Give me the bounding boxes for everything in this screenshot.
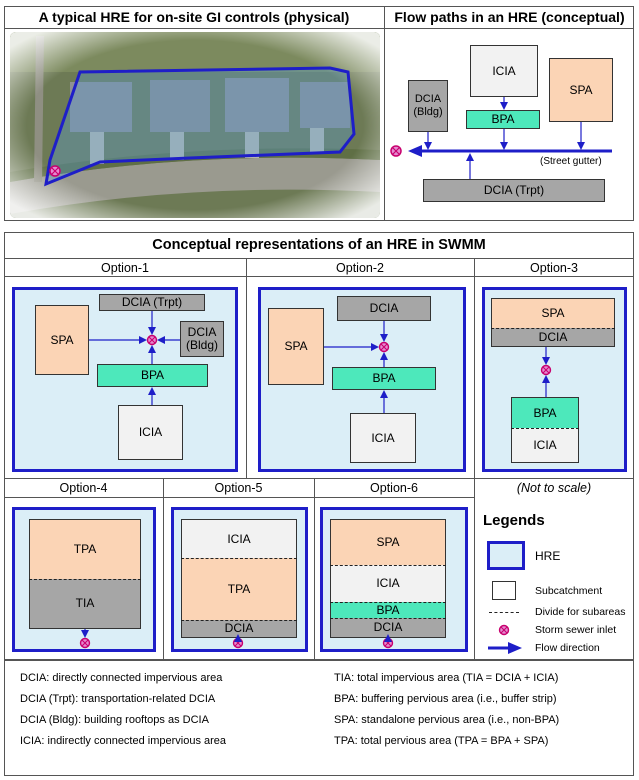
opt6-inlet-icon: [382, 637, 394, 649]
flow-spa-box: SPA: [549, 58, 613, 122]
swmm-line-2: [4, 276, 634, 277]
swmm-panel: [4, 232, 634, 660]
opt5-inlet-icon: [232, 637, 244, 649]
opt5-divide-line-1: [181, 558, 297, 559]
opt4-divide-line: [29, 579, 141, 580]
opt6-spa-box: SPA: [330, 519, 446, 565]
legend-hre-swatch: [487, 541, 525, 570]
legend-hre-label: HRE: [535, 549, 561, 563]
legend-inlet-label: Storm sewer inlet: [535, 624, 617, 636]
legend-subcatchment-label: Subcatchment: [535, 585, 603, 597]
opt4-inlet-icon: [79, 637, 91, 649]
option-5-header: Option-5: [214, 481, 263, 495]
opt2-spa-box: SPA: [268, 308, 324, 385]
opt4-tpa-box: TPA: [29, 519, 141, 579]
swmm-vline-4: [314, 478, 315, 660]
opt2-bpa-box: BPA: [332, 367, 436, 390]
opt3-dcia-box: DCIA: [491, 328, 615, 347]
legend-inlet-icon: [498, 624, 510, 636]
opt2-dcia-box: DCIA: [337, 296, 431, 321]
physical-title: A typical HRE for on-site GI controls (p…: [38, 9, 350, 25]
opt6-divide-line-2: [330, 602, 446, 603]
opt6-bpa-box: BPA: [330, 602, 446, 618]
option-6-header: Option-6: [370, 481, 418, 495]
definitions-right: TIA: total impervious area (TIA = DCIA +…: [334, 668, 559, 752]
swmm-title: Conceptual representations of an HRE in …: [152, 237, 486, 253]
opt1-bpa-box: BPA: [97, 364, 208, 387]
opt3-bpa-box: BPA: [511, 397, 579, 428]
definitions-panel: [4, 660, 634, 776]
option-3-header: Option-3: [530, 261, 578, 275]
option-1-header: Option-1: [101, 261, 149, 275]
opt3-inlet-icon: [540, 364, 552, 376]
def-tia: TIA: total impervious area (TIA = DCIA +…: [334, 672, 559, 684]
not-to-scale-note: (Not to scale): [516, 481, 592, 495]
opt5-icia-box: ICIA: [181, 519, 297, 558]
opt6-divide-line-1: [330, 565, 446, 566]
definitions-left: DCIA: directly connected impervious area…: [20, 668, 226, 752]
aerial-photo-drawing: [10, 32, 380, 218]
legends-title: Legends: [483, 512, 545, 529]
def-dcia-bldg: DCIA (Bldg): building rooftops as DCIA: [20, 714, 209, 726]
opt1-dcia-trpt-box: DCIA (Trpt): [99, 294, 205, 311]
opt1-icia-box: ICIA: [118, 405, 183, 460]
def-icia: ICIA: indirectly connected impervious ar…: [20, 735, 227, 747]
opt2-inlet-icon: [378, 341, 390, 353]
opt3-icia-box: ICIA: [511, 428, 579, 463]
aerial-photo: [10, 32, 380, 218]
top-divider: [384, 6, 385, 221]
opt1-spa-box: SPA: [35, 305, 89, 375]
conceptual-title: Flow paths in an HRE (conceptual): [394, 9, 625, 25]
legend-flow-label: Flow direction: [535, 642, 600, 654]
option-2-header: Option-2: [336, 261, 384, 275]
opt6-divide-line-3: [330, 618, 446, 619]
option-4-header: Option-4: [59, 481, 108, 495]
legend-divide-swatch: [489, 612, 519, 613]
opt1-dcia-bldg-box: DCIA (Bldg): [180, 321, 224, 357]
legend-divide-label: Divide for subareas: [535, 606, 626, 618]
swmm-line-4: [4, 497, 474, 498]
opt5-tpa-box: TPA: [181, 558, 297, 620]
opt3-divide-line: [491, 328, 615, 329]
opt2-icia-box: ICIA: [350, 413, 416, 463]
swmm-vline-2: [474, 258, 475, 660]
flow-dcia-trpt-box: DCIA (Trpt): [423, 179, 605, 202]
flow-icia-box: ICIA: [470, 45, 538, 97]
opt3-divide-line-2: [511, 428, 579, 429]
def-dcia: DCIA: directly connected impervious area: [20, 672, 223, 684]
opt5-divide-line-2: [181, 620, 297, 621]
legend-subcatchment-swatch: [492, 581, 516, 600]
opt1-inlet-icon: [146, 334, 158, 346]
street-gutter-label: (Street gutter): [540, 156, 602, 167]
def-dcia-trpt: DCIA (Trpt): transportation-related DCIA: [20, 693, 216, 705]
swmm-line-1: [4, 258, 634, 259]
flow-bpa-box: BPA: [466, 110, 540, 129]
swmm-line-3: [4, 478, 634, 479]
top-panel: [4, 6, 634, 221]
opt3-spa-box: SPA: [491, 298, 615, 328]
opt6-icia-box: ICIA: [330, 565, 446, 602]
swmm-vline-3: [163, 478, 164, 660]
def-bpa: BPA: buffering pervious area (i.e., buff…: [334, 693, 557, 705]
swmm-vline-1: [246, 258, 247, 478]
opt4-tia-box: TIA: [29, 579, 141, 629]
top-header-line: [4, 28, 634, 29]
def-tpa: TPA: total pervious area (TPA = BPA + SP…: [334, 735, 549, 747]
flow-dcia-bldg-box: DCIA (Bldg): [408, 80, 448, 132]
def-spa: SPA: standalone pervious area (i.e., non…: [334, 714, 560, 726]
